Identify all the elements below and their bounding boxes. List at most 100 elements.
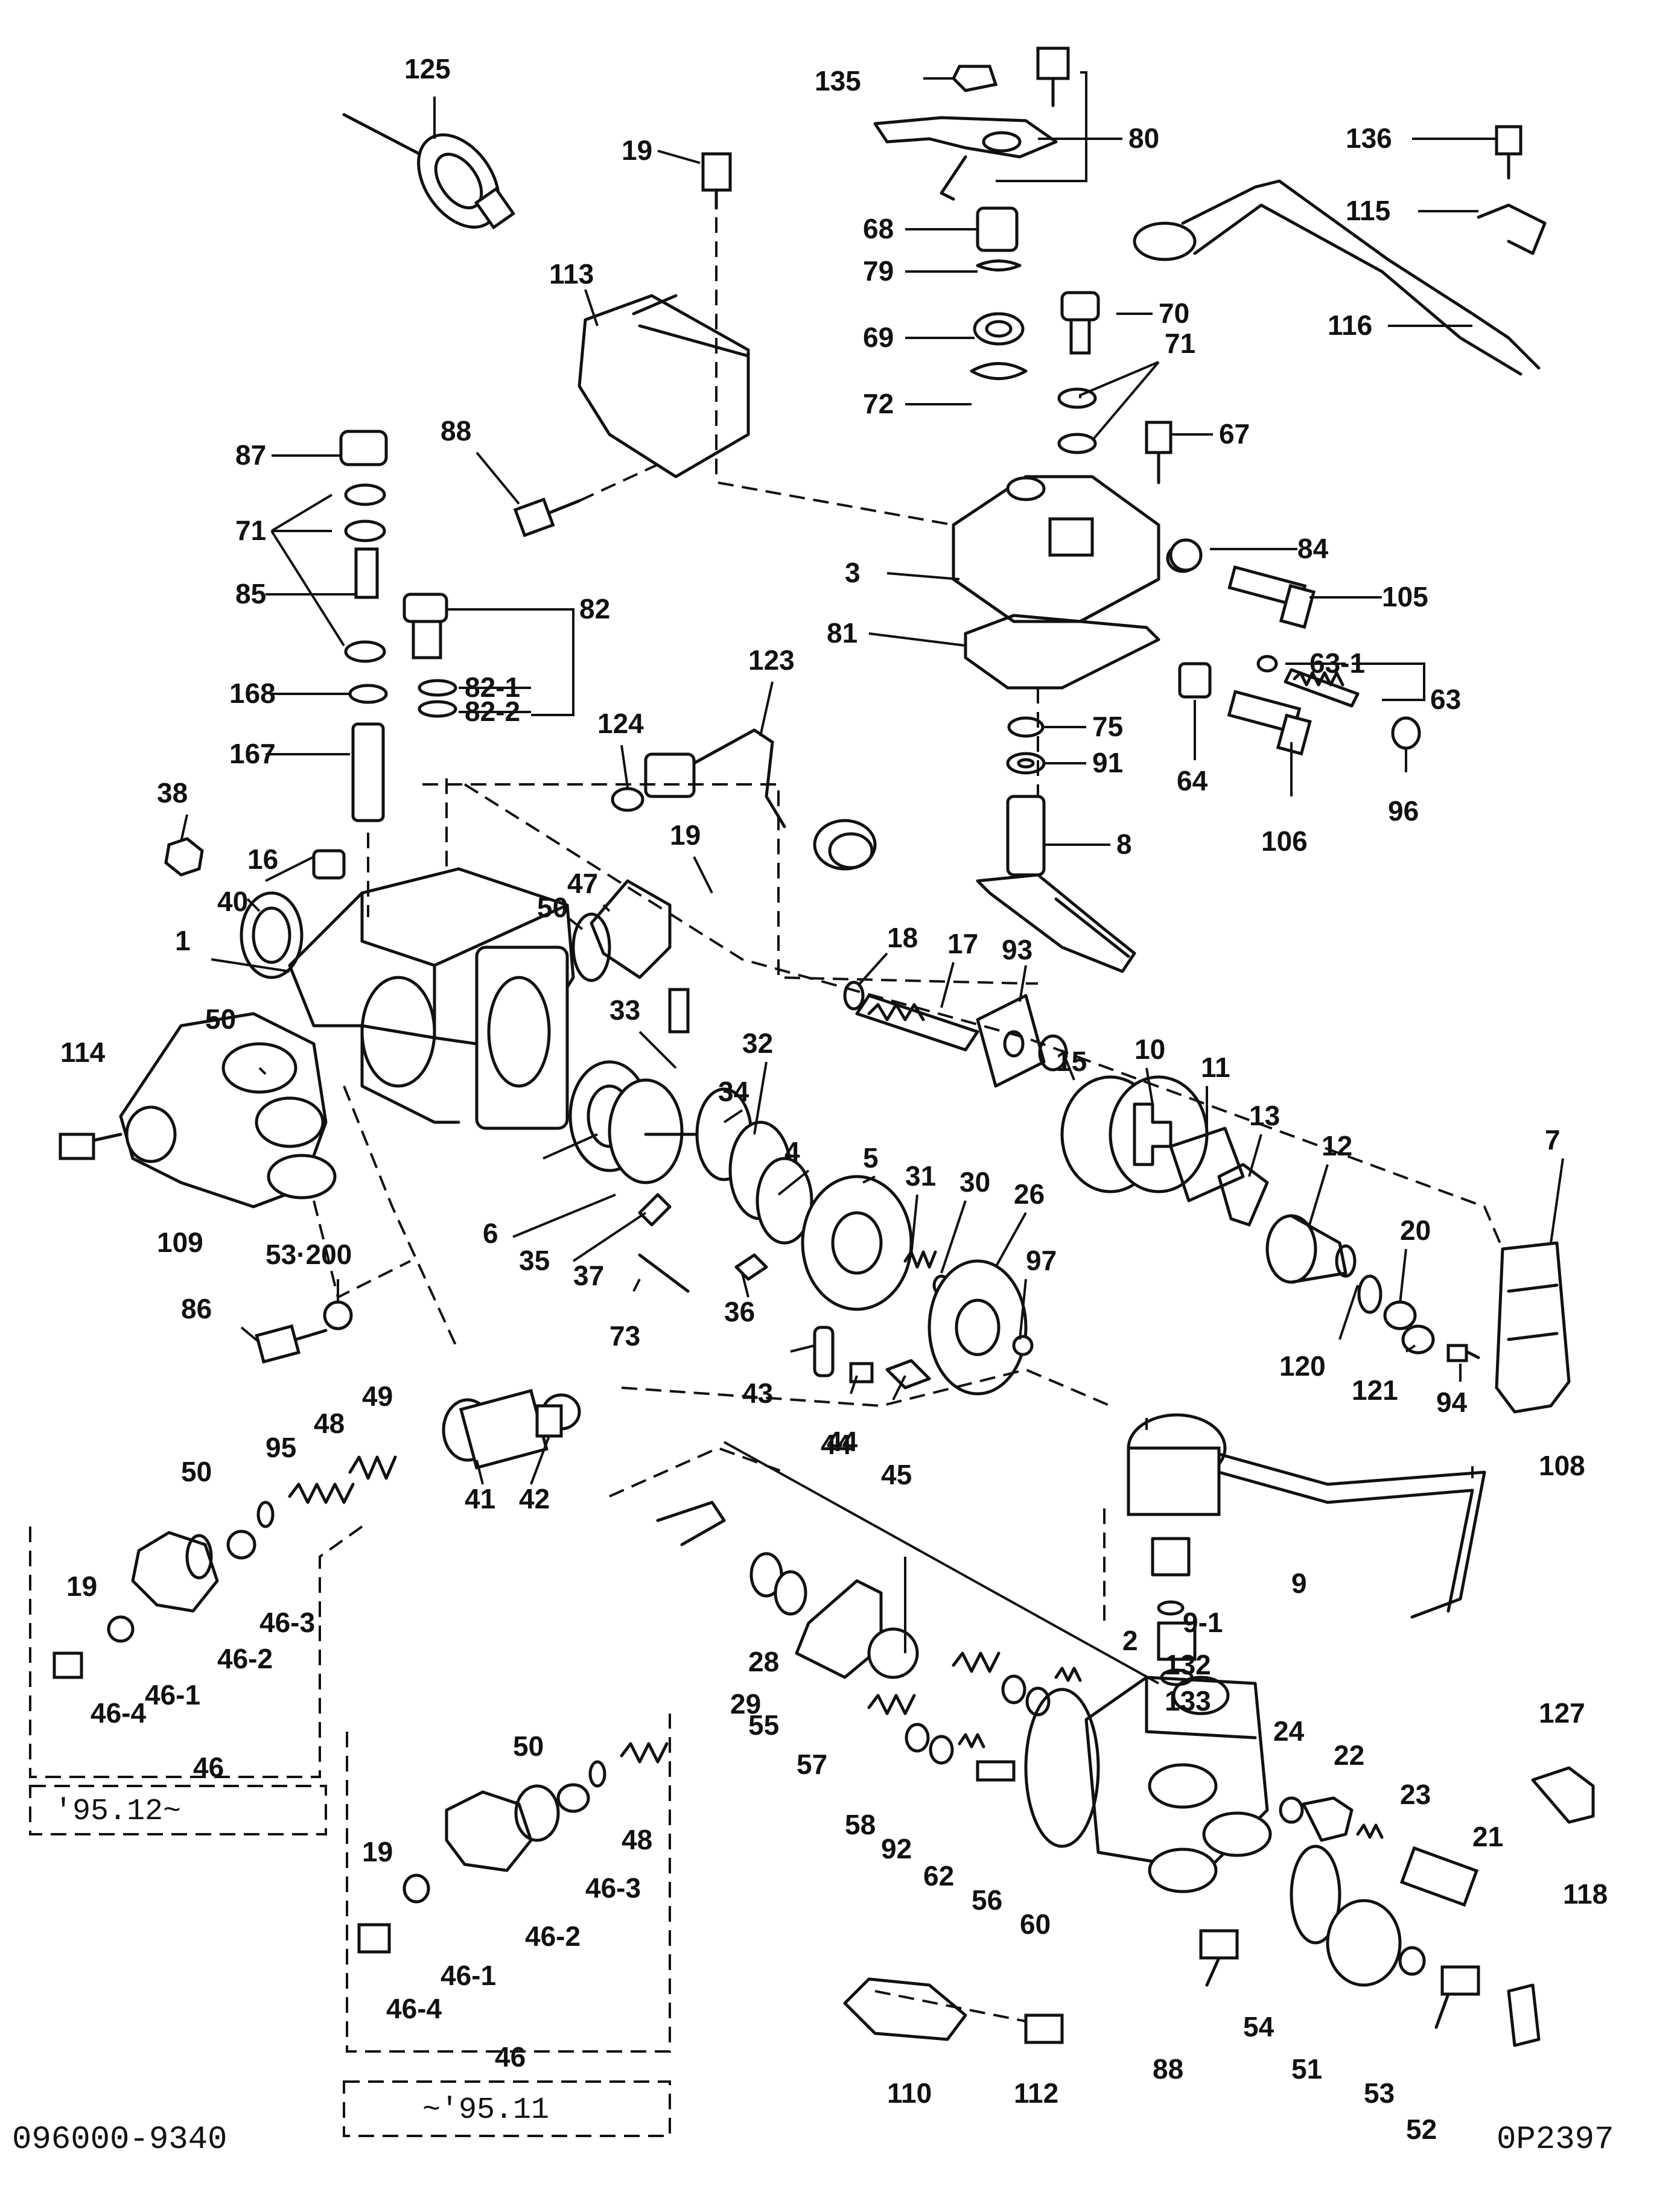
part-label: 19: [622, 135, 652, 166]
part-2-hydraulic-head: [1084, 1621, 1272, 1893]
part-label: 45: [881, 1459, 912, 1490]
part-label: 51: [1291, 2053, 1322, 2085]
part-label: 9: [1291, 1568, 1307, 1599]
part-label: 50: [537, 892, 568, 923]
part-label: 91: [1092, 747, 1123, 778]
part-label: 75: [1092, 711, 1123, 742]
part-label: 82: [579, 593, 610, 624]
part-label: 82-1: [465, 672, 520, 703]
part-label: 73: [609, 1320, 640, 1352]
part-37-36-73: [638, 1193, 768, 1293]
part-41-42-piston: [442, 1388, 581, 1470]
part-7-governor-bracket: [1495, 1241, 1571, 1414]
part-label: 46-1: [145, 1679, 200, 1711]
part-28-29-55-plate: [656, 1501, 919, 1679]
part-label: 125: [404, 53, 451, 84]
part-label: 81: [827, 617, 858, 649]
part-12-sleeve: [1265, 1214, 1357, 1284]
part-label: 20: [1400, 1215, 1431, 1246]
part-label: 118: [1563, 1878, 1608, 1910]
part-label: 3: [845, 557, 861, 588]
variant-box-earlier: [343, 1714, 671, 2137]
part-label: 108: [1539, 1450, 1585, 1481]
part-label: 11: [1201, 1052, 1230, 1083]
part-label: 105: [1382, 581, 1428, 612]
part-88-bolt: [513, 463, 658, 538]
part-57-58-92-62-56-springs: [867, 1651, 1082, 1782]
part-label: 46-3: [259, 1607, 315, 1638]
part-label: 85: [235, 578, 266, 609]
part-label: 18: [887, 922, 918, 953]
part-label: 92: [881, 1833, 912, 1864]
part-label: 40: [217, 886, 248, 917]
part-label: 106: [1261, 825, 1308, 857]
part-label: 60: [1020, 1908, 1051, 1940]
part-80-lever-group: [873, 46, 1122, 201]
part-label: 115: [1346, 195, 1390, 226]
part-label: 19: [670, 819, 701, 851]
part-label: 50: [181, 1456, 212, 1487]
part-label: 21: [1472, 1821, 1503, 1852]
part-97-nut: [1012, 1335, 1034, 1356]
part-167-filter: [348, 684, 388, 917]
part-label: 127: [1539, 1697, 1585, 1729]
part-87-85-plugs: [339, 430, 388, 663]
part-label: 15: [1056, 1046, 1087, 1077]
part-8-governor-lever: [976, 795, 1136, 973]
part-label: 64: [1177, 765, 1208, 796]
part-label: 84: [1297, 533, 1329, 564]
part-label: 94: [1436, 1387, 1468, 1418]
part-label: 67: [1219, 418, 1250, 450]
part-label: 26: [1014, 1178, 1045, 1210]
part-label: 69: [863, 322, 894, 353]
part-17-shaft: [843, 980, 979, 1052]
part-93-plate: [976, 994, 1046, 1088]
part-86-53-bolt: [255, 1300, 353, 1364]
part-108-9-solenoid: [1127, 1413, 1486, 1619]
part-label: 34: [718, 1076, 749, 1107]
part-82-valve: [402, 593, 457, 718]
part-label: 72: [863, 388, 894, 419]
part-label: 97: [1026, 1245, 1057, 1276]
part-labels: 125 135 80 19 136 115 68 79 113 70 69 71…: [60, 53, 1608, 2145]
part-label: 53: [1364, 2077, 1395, 2109]
part-81-gasket: [964, 614, 1160, 690]
part-label: 17: [947, 928, 978, 959]
part-label: 87: [235, 439, 266, 471]
part-label: 42: [519, 1483, 550, 1514]
part-label: 135: [815, 65, 861, 97]
part-label: 46-4: [91, 1697, 146, 1729]
part-50-o-ring: [571, 912, 611, 982]
part-47-cover: [590, 879, 672, 979]
part-label: 88: [441, 415, 471, 446]
part-label: 24: [1273, 1715, 1305, 1747]
part-label: 19: [362, 1836, 393, 1867]
part-label: 49: [362, 1381, 393, 1412]
part-label: 109: [157, 1227, 203, 1258]
part-label: 114: [60, 1037, 106, 1068]
part-20-121-94-120: [1357, 1274, 1480, 1362]
part-label: 56: [972, 1884, 1002, 1916]
part-label: 57: [797, 1749, 827, 1780]
part-label: 19: [66, 1571, 97, 1602]
part-label: 35: [519, 1245, 550, 1276]
part-label: 12: [1322, 1130, 1352, 1161]
part-label: 46-1: [441, 1960, 496, 1991]
part-84-105-63-fasteners: [1169, 538, 1421, 756]
part-label: 120: [1279, 1350, 1326, 1382]
variant-box-later: [29, 1455, 397, 1835]
part-label: 55: [748, 1709, 779, 1741]
part-60-o-ring: [1024, 1688, 1100, 1848]
part-114-bolt: [59, 1133, 122, 1160]
part-label: 112: [1014, 2077, 1058, 2109]
part-label: 2: [1122, 1625, 1138, 1656]
part-label: 41: [465, 1483, 495, 1514]
part-5-cam: [801, 1175, 913, 1311]
part-label: 48: [314, 1408, 345, 1439]
part-label: 70: [1159, 297, 1189, 329]
part-label: 88: [1153, 2053, 1183, 2085]
part-label: 121: [1352, 1374, 1398, 1406]
part-54-51-53-52: [1290, 1844, 1480, 2029]
part-label: 53·200: [266, 1239, 352, 1270]
part-label: 4: [784, 1136, 800, 1168]
